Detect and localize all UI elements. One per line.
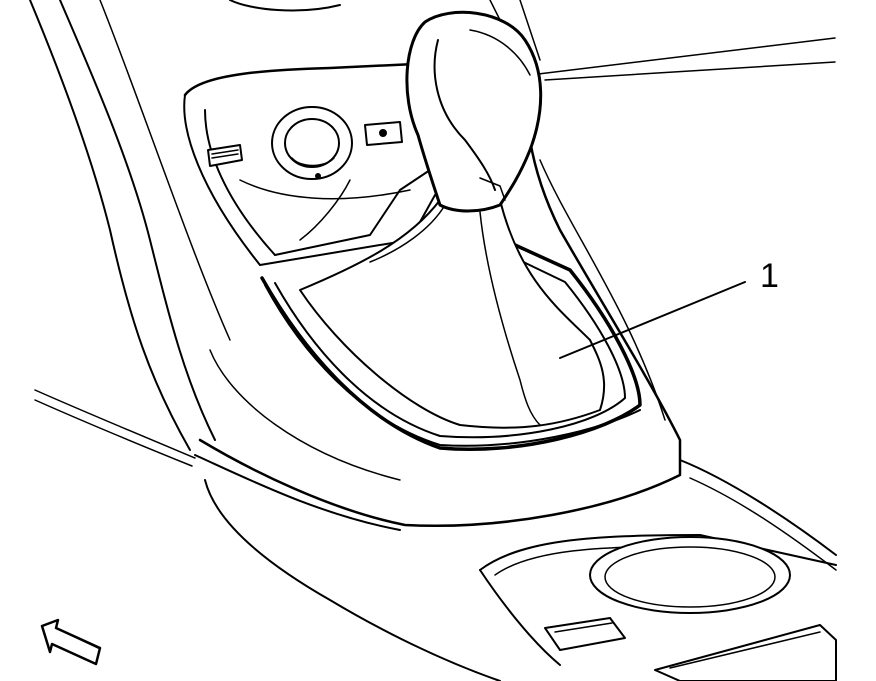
slot-switch	[207, 144, 243, 167]
armrest-lid	[654, 624, 837, 681]
callout-label: 1	[760, 257, 779, 295]
rotary-knob	[271, 106, 353, 180]
shift-boot	[299, 199, 606, 429]
latch-button	[544, 617, 626, 651]
dashboard-outline	[29, 0, 836, 467]
callout-leader-line	[559, 281, 746, 359]
lower-console	[204, 459, 837, 681]
shift-knob	[405, 10, 543, 213]
cup-holder	[589, 536, 791, 614]
callout-1: 1	[559, 257, 779, 359]
front-direction-arrow-icon	[40, 618, 102, 666]
square-button	[364, 121, 403, 146]
console-bezel	[194, 138, 682, 531]
switch-panel	[183, 62, 436, 266]
